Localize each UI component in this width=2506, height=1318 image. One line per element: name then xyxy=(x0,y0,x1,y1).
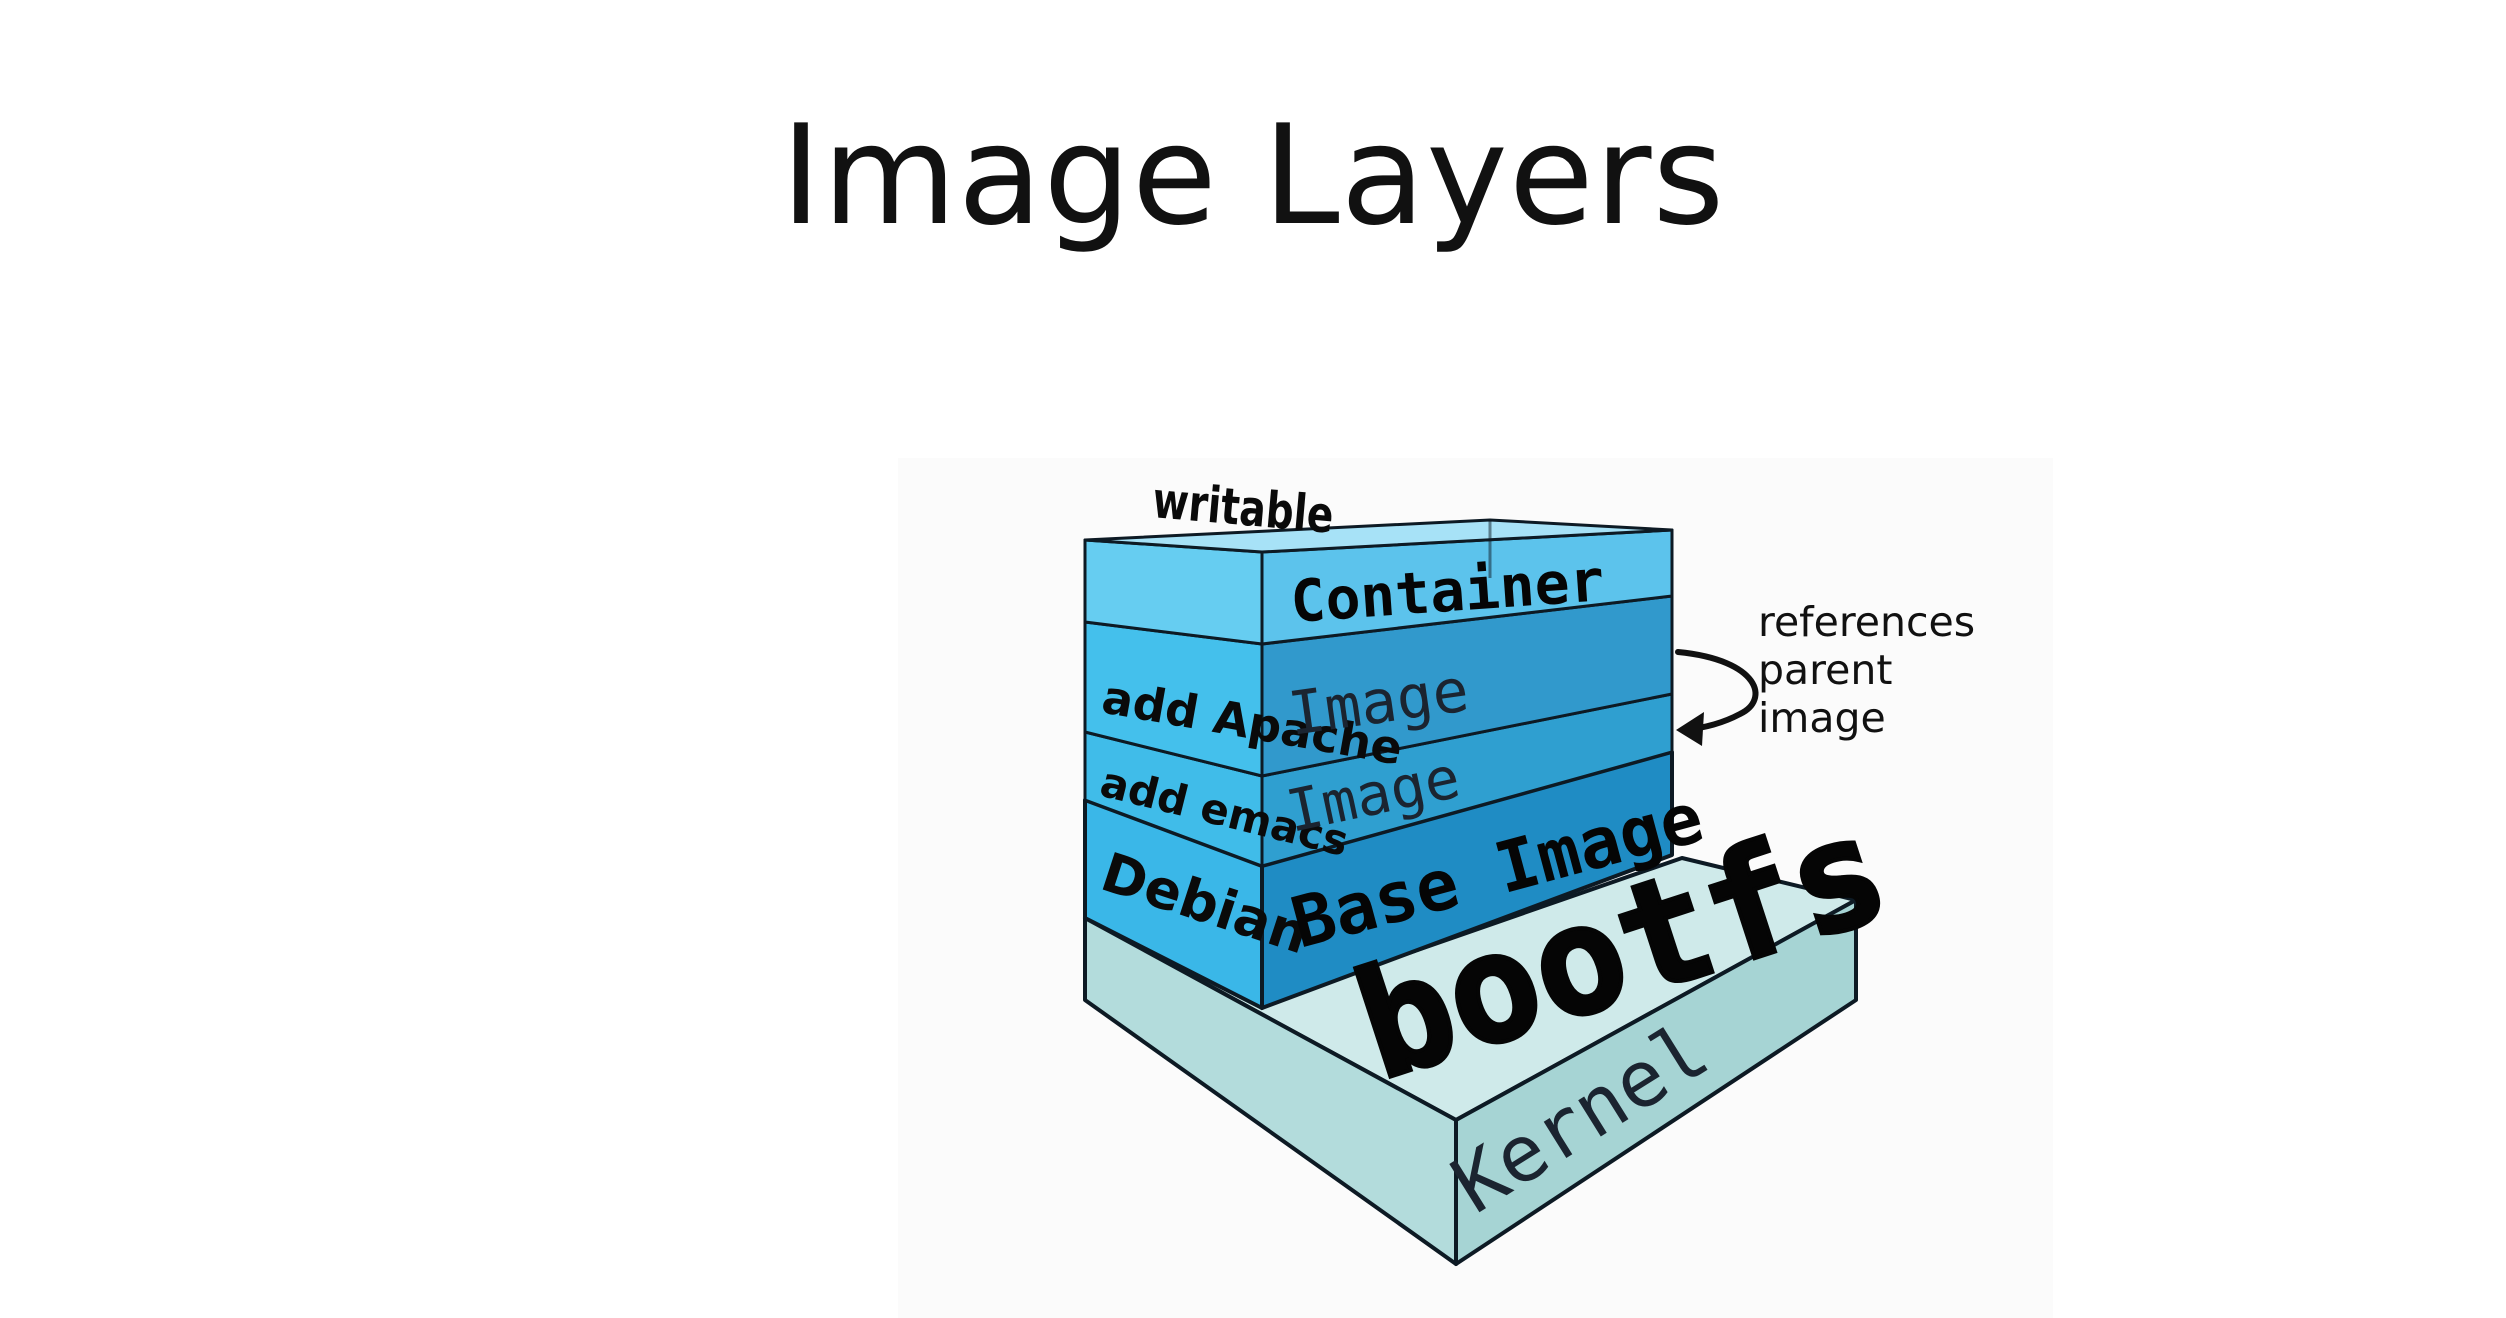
layer-container xyxy=(1083,518,1674,646)
annotation-line-1: references xyxy=(1758,598,1975,646)
layer-label-writable: writable xyxy=(1150,470,1336,545)
container-top-face xyxy=(1083,518,1674,554)
annotation-line-2: parent xyxy=(1758,646,1892,694)
arrow-head-icon xyxy=(1676,712,1704,746)
kernel-slab xyxy=(1083,856,1858,1266)
layer-base xyxy=(1083,750,1674,1010)
slide-title: Image Layers xyxy=(780,95,1726,256)
parent-reference-annotation: references parent image xyxy=(1675,598,1975,746)
curved-arrow-icon xyxy=(1675,649,1759,733)
kernel-front-face xyxy=(1454,898,1858,1266)
annotation-line-3: image xyxy=(1758,694,1886,742)
